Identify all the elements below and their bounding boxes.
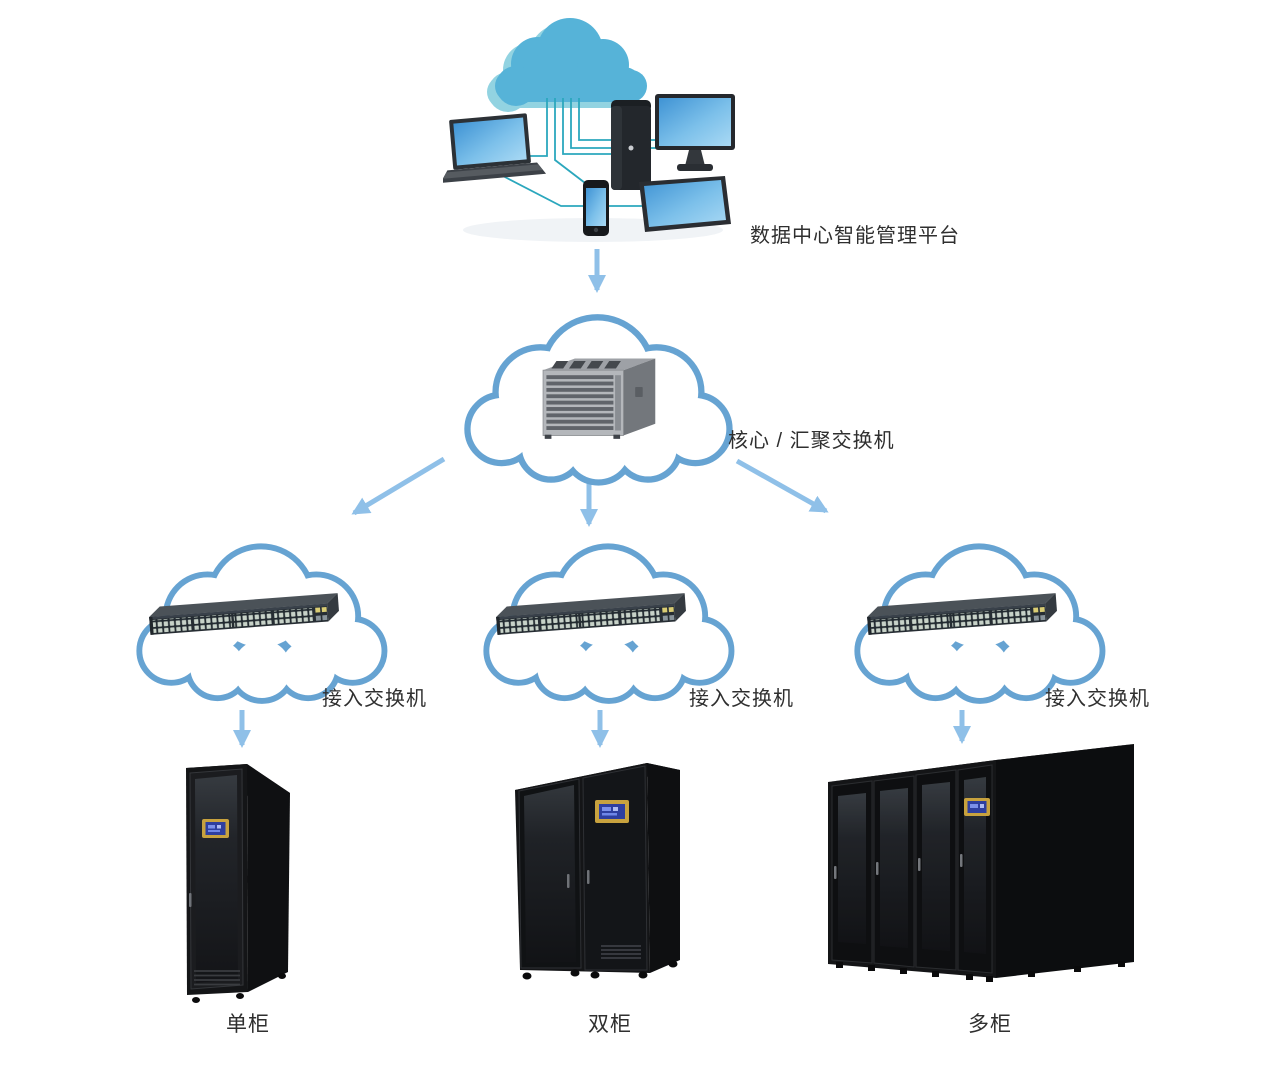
access-cloud-2 — [469, 533, 747, 707]
network-cables — [502, 98, 681, 207]
tablet-display-icon — [639, 176, 731, 232]
multi-cabinet-icon — [828, 744, 1134, 982]
cabinet-display — [964, 798, 990, 816]
desktop-tower-icon — [611, 100, 651, 190]
access-cloud-1 — [122, 533, 400, 707]
platform-label: 数据中心智能管理平台 — [750, 225, 960, 247]
single-cabinet-label: 单柜 — [226, 1013, 270, 1036]
access-switch-label-1: 接入交换机 — [322, 688, 427, 710]
cabinet-display — [595, 800, 629, 823]
access-cloud-3 — [840, 533, 1118, 707]
platform-cloud-icon — [487, 18, 647, 112]
laptop-icon — [443, 113, 547, 183]
core-switch-icon — [542, 358, 656, 439]
double-cabinet-label: 双柜 — [588, 1013, 632, 1036]
access-switch-label-3: 接入交换机 — [1045, 688, 1150, 710]
core-switch-label: 核心 / 汇聚交换机 — [728, 430, 895, 452]
access-switch-icon — [866, 593, 1058, 635]
smartphone-icon — [583, 180, 609, 236]
monitor-icon — [655, 94, 735, 171]
double-cabinet-icon — [515, 763, 680, 980]
access-switch-icon — [148, 593, 340, 635]
cabinet-display — [202, 819, 229, 838]
single-cabinet-icon — [186, 764, 290, 1003]
arrow-core-to-access-3 — [735, 458, 829, 514]
access-switch-label-2: 接入交换机 — [689, 688, 794, 710]
management-platform-illustration — [443, 18, 735, 242]
arrow-core-to-access-1 — [351, 456, 446, 516]
core-cloud — [455, 303, 740, 489]
multi-cabinet-label: 多柜 — [968, 1013, 1012, 1036]
access-switch-icon — [495, 593, 687, 635]
